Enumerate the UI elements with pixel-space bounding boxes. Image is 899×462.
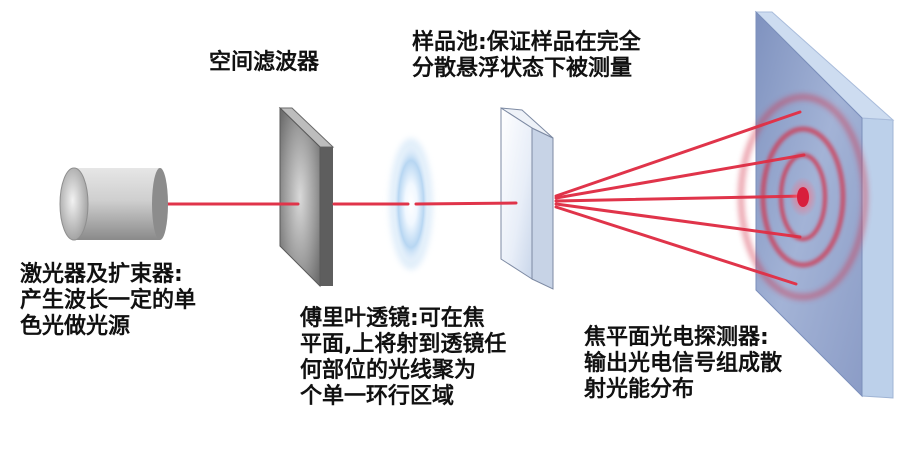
detector-label-line: 射光能分布 [584,377,695,402]
spatial-filter-label: 空间滤波器 [209,50,319,76]
fourier-lens-label-line: 何部位的光线聚为 [300,358,477,383]
sample-cell-face [500,107,533,280]
laser-label: 激光器及扩束器: 产生波长一定的单 色光做光源 [20,262,196,340]
diffraction-rings [738,94,868,300]
fourier-lens-label-line: 傅里叶透镜:可在焦 [300,306,485,331]
sample-cell-side [531,127,554,290]
laser-label-line: 产生波长一定的单 [20,288,197,313]
spatial-filter-side [320,147,333,286]
central-spot [797,187,809,207]
sample-cell [500,107,554,290]
fourier-lens [389,138,433,270]
laser-beam [161,201,518,206]
detector-label: 焦平面光电探测器: 输出光电信号组成散 射光能分布 [584,325,782,403]
sample-cell-label-line: 分散悬浮状态下被测量 [412,56,633,81]
laser-emitter [59,167,168,241]
detector-side [861,117,894,399]
sample-cell-label-line: 样品池:保证样品在完全 [412,30,641,55]
laser-front-face [152,168,168,240]
spatial-filter-label-line: 空间滤波器 [209,50,320,75]
laser-label-line: 色光做光源 [20,314,131,339]
laser-back-face [59,167,89,241]
fourier-lens-label-line: 平面,上将射到透镜任 [300,332,507,357]
spatial-filter-face [279,106,321,288]
detector-label-line: 输出光电信号组成散 [584,351,783,376]
sample-cell-label: 样品池:保证样品在完全 分散悬浮状态下被测量 [412,30,641,82]
detector-label-line: 焦平面光电探测器: [584,325,769,350]
fourier-lens-label: 傅里叶透镜:可在焦 平面,上将射到透镜任 何部位的光线聚为 个单一环行区域 [300,306,506,410]
fourier-lens-label-line: 个单一环行区域 [300,384,455,409]
spatial-filter [278,106,335,288]
laser-label-line: 激光器及扩束器: [20,262,183,287]
